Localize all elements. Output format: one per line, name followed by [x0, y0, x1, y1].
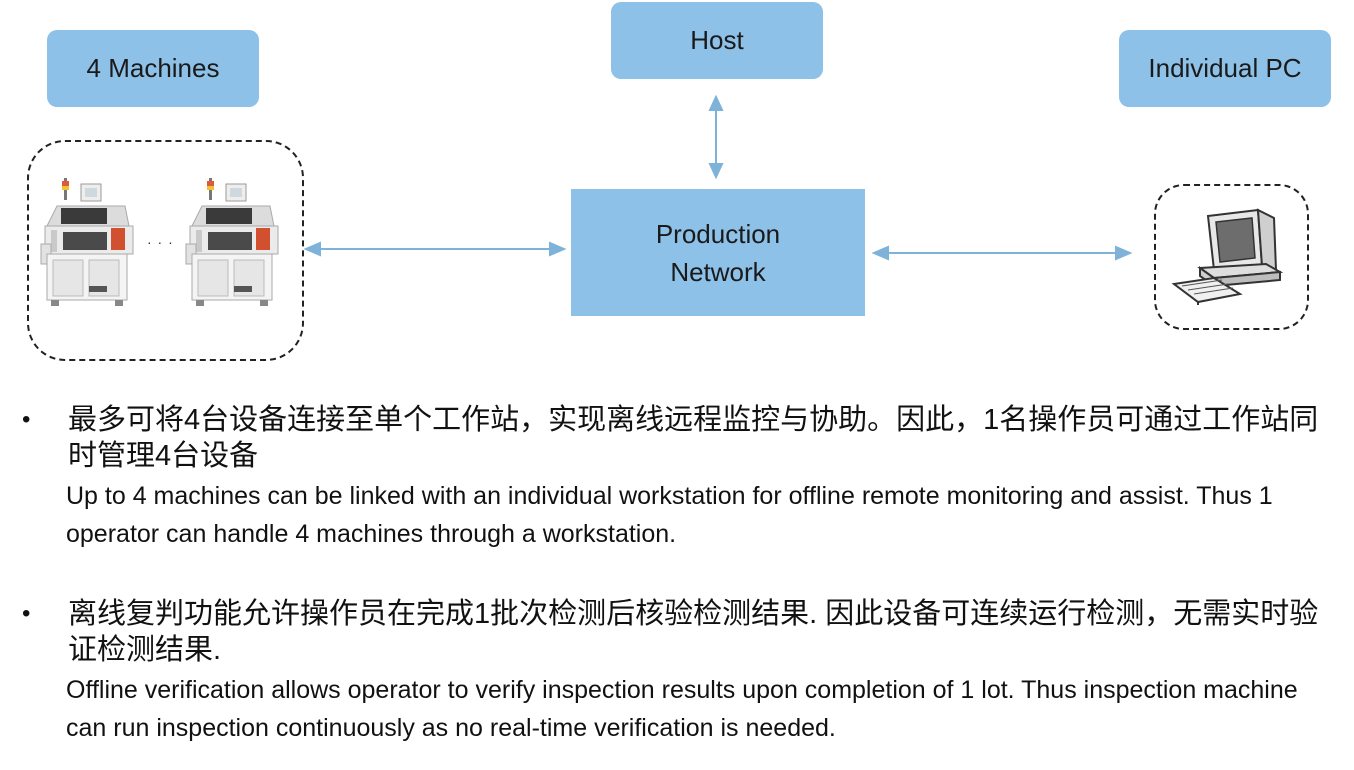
production-network-box: Production Network — [571, 189, 865, 316]
network-pc-arrow — [871, 245, 1133, 261]
machines-group: · · · — [27, 140, 304, 361]
pc-label-box: Individual PC — [1119, 30, 1331, 107]
pc-group — [1154, 184, 1309, 330]
bullet-symbol: • — [22, 600, 31, 627]
bullet-symbol: • — [22, 406, 31, 433]
bullet-1-english-text: Up to 4 machines can be linked with an i… — [66, 482, 1273, 548]
host-label-box: Host — [611, 2, 823, 79]
bullet-item-2: • 离线复判功能允许操作员在完成1批次检测后核验检测结果. 因此设备可连续运行检… — [22, 596, 1332, 747]
bullet-1-chinese-text: 最多可将4台设备连接至单个工作站，实现离线远程监控与协助。因此，1名操作员可通过… — [68, 404, 1319, 472]
machines-network-arrow — [303, 241, 567, 257]
inspection-machine-icon — [40, 178, 134, 306]
network-label-line2: Network — [670, 256, 766, 287]
bullet-item-1: • 最多可将4台设备连接至单个工作站，实现离线远程监控与协助。因此，1名操作员可… — [22, 402, 1332, 553]
desktop-pc-icon — [1171, 208, 1284, 305]
inspection-machine-icon — [185, 178, 279, 306]
machines-label-box: 4 Machines — [47, 30, 259, 107]
host-network-arrow — [708, 94, 724, 180]
bullet-2-english-text: Offline verification allows operator to … — [66, 676, 1298, 742]
network-label-line1: Production — [655, 218, 781, 249]
machines-ellipsis: · · · — [147, 234, 174, 250]
pc-label: Individual PC — [1148, 53, 1302, 83]
machines-label: 4 Machines — [86, 53, 220, 83]
host-label: Host — [690, 25, 744, 55]
bullet-2-chinese-text: 离线复判功能允许操作员在完成1批次检测后核验检测结果. 因此设备可连续运行检测，… — [68, 598, 1319, 666]
